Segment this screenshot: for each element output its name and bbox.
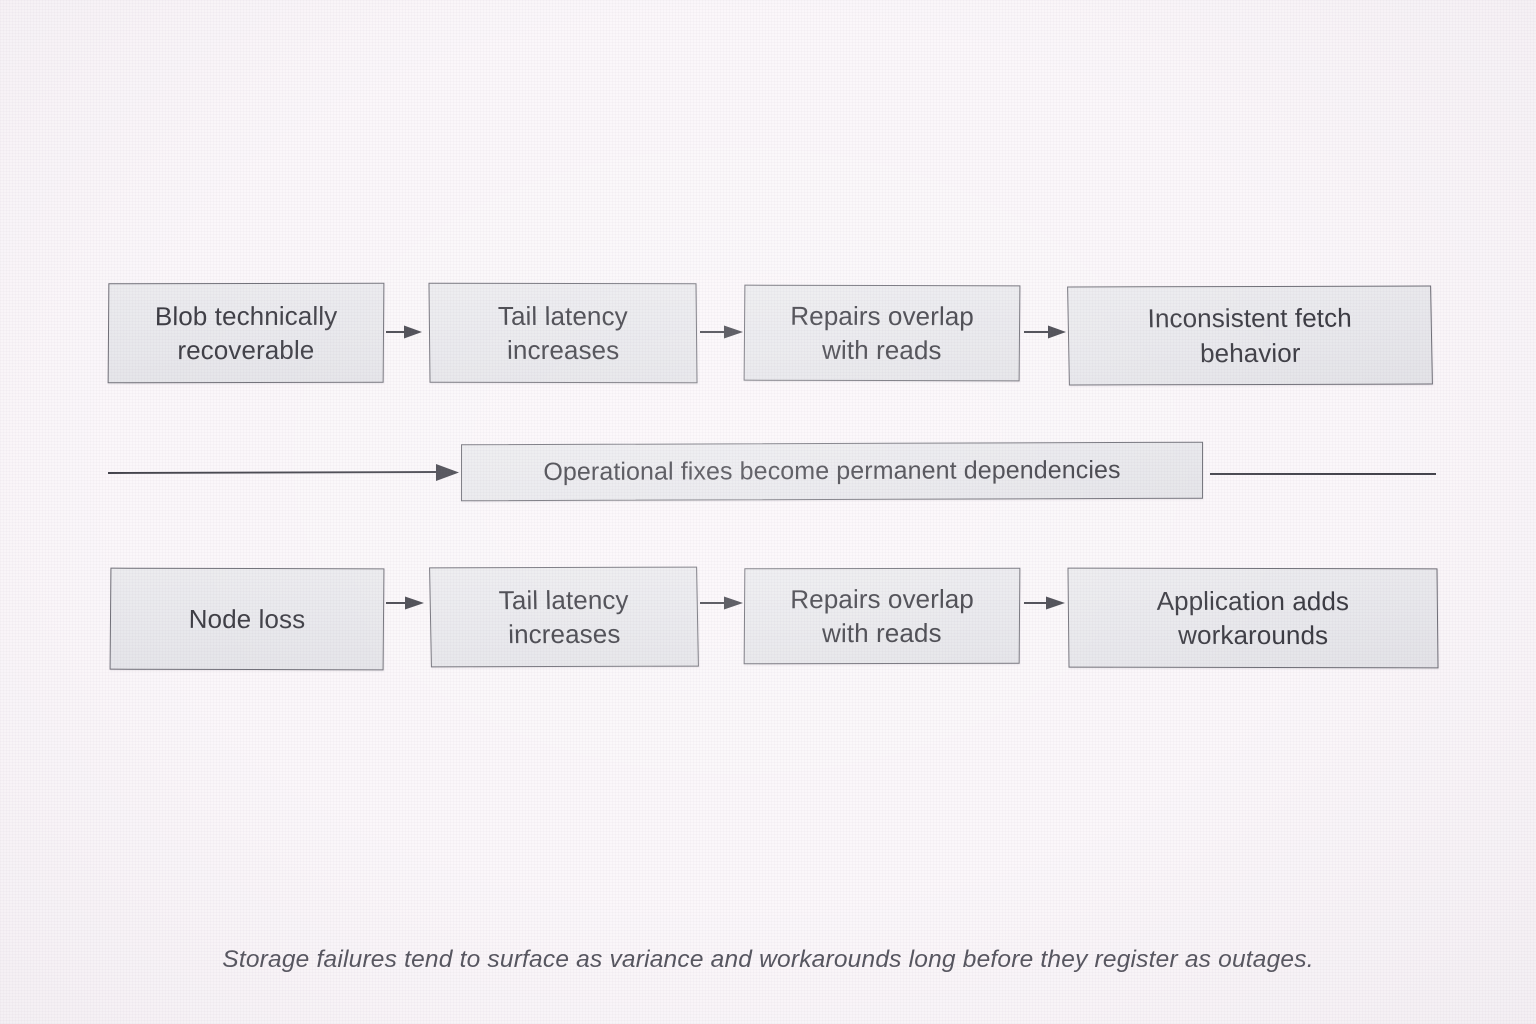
figure-caption: Storage failures tend to surface as vari… — [222, 946, 1314, 973]
connector-top-2 — [700, 325, 743, 339]
connector-bottom-1 — [386, 596, 424, 610]
connector-top-1 — [386, 325, 422, 339]
connector-top-3 — [1024, 325, 1066, 339]
connector-bottom-3 — [1024, 596, 1065, 610]
connector-middle-left-arrow — [107, 464, 459, 481]
connector-bottom-2 — [700, 596, 743, 610]
